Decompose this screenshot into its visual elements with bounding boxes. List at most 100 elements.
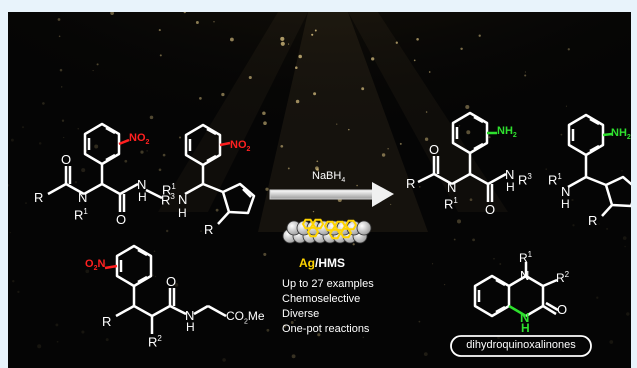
sparkle-dot bbox=[55, 323, 59, 327]
sparkle-dot bbox=[572, 224, 575, 227]
sparkle-dot bbox=[59, 68, 63, 72]
sparkle-dot bbox=[381, 153, 386, 157]
oxygen-label: O bbox=[485, 202, 496, 217]
sparkle-dot bbox=[200, 230, 202, 232]
sparkle-dot bbox=[183, 12, 187, 14]
nitrogen-label: N bbox=[505, 167, 515, 182]
sparkle-dot bbox=[215, 208, 219, 212]
sparkle-dot bbox=[21, 126, 25, 129]
r-group-label: R bbox=[406, 176, 416, 191]
sparkle-dot bbox=[280, 41, 285, 46]
nitrogen-label: N bbox=[447, 180, 457, 195]
sparkle-dot bbox=[174, 283, 179, 287]
sparkle-dot bbox=[443, 283, 446, 286]
sparkle-dot bbox=[313, 92, 317, 96]
sparkle-dot bbox=[154, 275, 157, 278]
sparkle-dot bbox=[37, 344, 42, 349]
oxygen-label: O bbox=[557, 302, 568, 317]
sparkle-dot bbox=[291, 354, 296, 359]
nitrogen-h-label: N bbox=[137, 177, 147, 192]
nitrogen-label: N bbox=[185, 308, 195, 323]
sparkle-dot bbox=[424, 137, 429, 141]
sparkle-dot bbox=[77, 128, 79, 130]
sparkle-dot bbox=[465, 104, 470, 110]
hydrogen-label: H bbox=[186, 320, 195, 334]
sparkle-dot bbox=[92, 70, 94, 72]
sparkle-dot bbox=[606, 227, 609, 230]
sparkle-dot bbox=[213, 21, 215, 23]
r2-label: R2 bbox=[556, 270, 570, 285]
feature-item: One-pot reactions bbox=[282, 323, 370, 335]
sparkle-dot bbox=[295, 66, 298, 69]
sparkle-dot bbox=[469, 198, 473, 202]
sparkle-dot bbox=[12, 279, 15, 283]
support-sphere bbox=[356, 220, 372, 236]
feature-item: Chemoselective bbox=[282, 293, 361, 305]
sparkle-dot bbox=[159, 54, 162, 57]
sparkle-dot bbox=[456, 219, 462, 224]
reductant-label: NaBH4 bbox=[312, 170, 346, 185]
nitrogen-label: N bbox=[178, 192, 188, 207]
dihydroquinoxalinone-product bbox=[473, 262, 559, 318]
silver-particle bbox=[344, 219, 358, 231]
sparkle-dot bbox=[472, 238, 475, 242]
nitro-group-label-3: O2N bbox=[85, 258, 106, 273]
product-class-label: dihydroquinoxalinones bbox=[466, 339, 576, 351]
sparkle-dot bbox=[453, 238, 456, 241]
feature-item: Up to 27 examples bbox=[282, 278, 374, 290]
r1-label: R1 bbox=[74, 207, 88, 223]
nitro-amide-reactant bbox=[47, 122, 163, 212]
sparkle-dot bbox=[265, 187, 269, 191]
sparkle-dot bbox=[419, 186, 421, 188]
hydrogen-label: H bbox=[561, 197, 570, 211]
sparkle-dot bbox=[74, 181, 78, 184]
r1-label: R1 bbox=[548, 172, 562, 188]
sparkle-dot bbox=[110, 12, 114, 15]
sparkle-dot bbox=[524, 311, 527, 313]
sparkle-dot bbox=[56, 340, 59, 343]
sparkle-dot bbox=[311, 33, 314, 36]
graphical-abstract: NO2 R O N R1 O N H R3 NO2 R1 N H R O2N R… bbox=[8, 12, 631, 368]
sparkle-dot bbox=[81, 330, 85, 334]
oxygen-label: O bbox=[429, 142, 440, 157]
sparkle-dot bbox=[626, 312, 630, 316]
sparkle-dot bbox=[195, 21, 199, 24]
r1-label: R1 bbox=[162, 182, 176, 198]
sparkle-dot bbox=[8, 184, 10, 187]
sparkle-dot bbox=[336, 123, 338, 125]
sparkle-dot bbox=[524, 71, 526, 73]
sparkle-dot bbox=[545, 168, 547, 170]
sparkle-dot bbox=[499, 263, 502, 265]
sparkle-dot bbox=[146, 150, 148, 152]
hydrogen-ring-label: H bbox=[521, 321, 530, 335]
sparkle-dot bbox=[557, 178, 560, 181]
sparkle-dot bbox=[140, 150, 144, 154]
sparkle-dot bbox=[371, 57, 375, 61]
amine-amide-product bbox=[417, 111, 507, 202]
silver-particle bbox=[339, 227, 353, 239]
sparkle-dot bbox=[60, 86, 63, 88]
sparkle-dot bbox=[57, 18, 61, 21]
r1-label: R1 bbox=[444, 196, 458, 212]
oxygen-label: O bbox=[116, 212, 127, 227]
sparkle-dot bbox=[466, 130, 471, 135]
sparkle-dot bbox=[42, 102, 45, 105]
sparkle-dot bbox=[571, 198, 574, 202]
sparkle-dot bbox=[262, 111, 266, 116]
nitrogen-label: N bbox=[561, 184, 571, 199]
sparkle-dot bbox=[312, 210, 315, 213]
sparkle-dot bbox=[352, 243, 355, 246]
sparkle-dot bbox=[81, 168, 86, 173]
sparkle-dot bbox=[418, 320, 421, 323]
sparkle-dot bbox=[263, 252, 267, 256]
catalyst-label: Ag/HMS bbox=[299, 256, 346, 270]
sparkle-dot bbox=[105, 338, 109, 342]
sparkle-dot bbox=[152, 274, 155, 277]
amine-group-label-2: NH2 bbox=[611, 127, 631, 142]
sparkle-dot bbox=[459, 125, 461, 127]
sparkle-dot bbox=[102, 262, 106, 266]
amine-tetrazole-product bbox=[567, 113, 631, 217]
sparkle-dot bbox=[316, 160, 319, 163]
catalyst-nanoparticle-icon bbox=[282, 218, 372, 244]
sparkle-light-icon bbox=[8, 12, 631, 362]
